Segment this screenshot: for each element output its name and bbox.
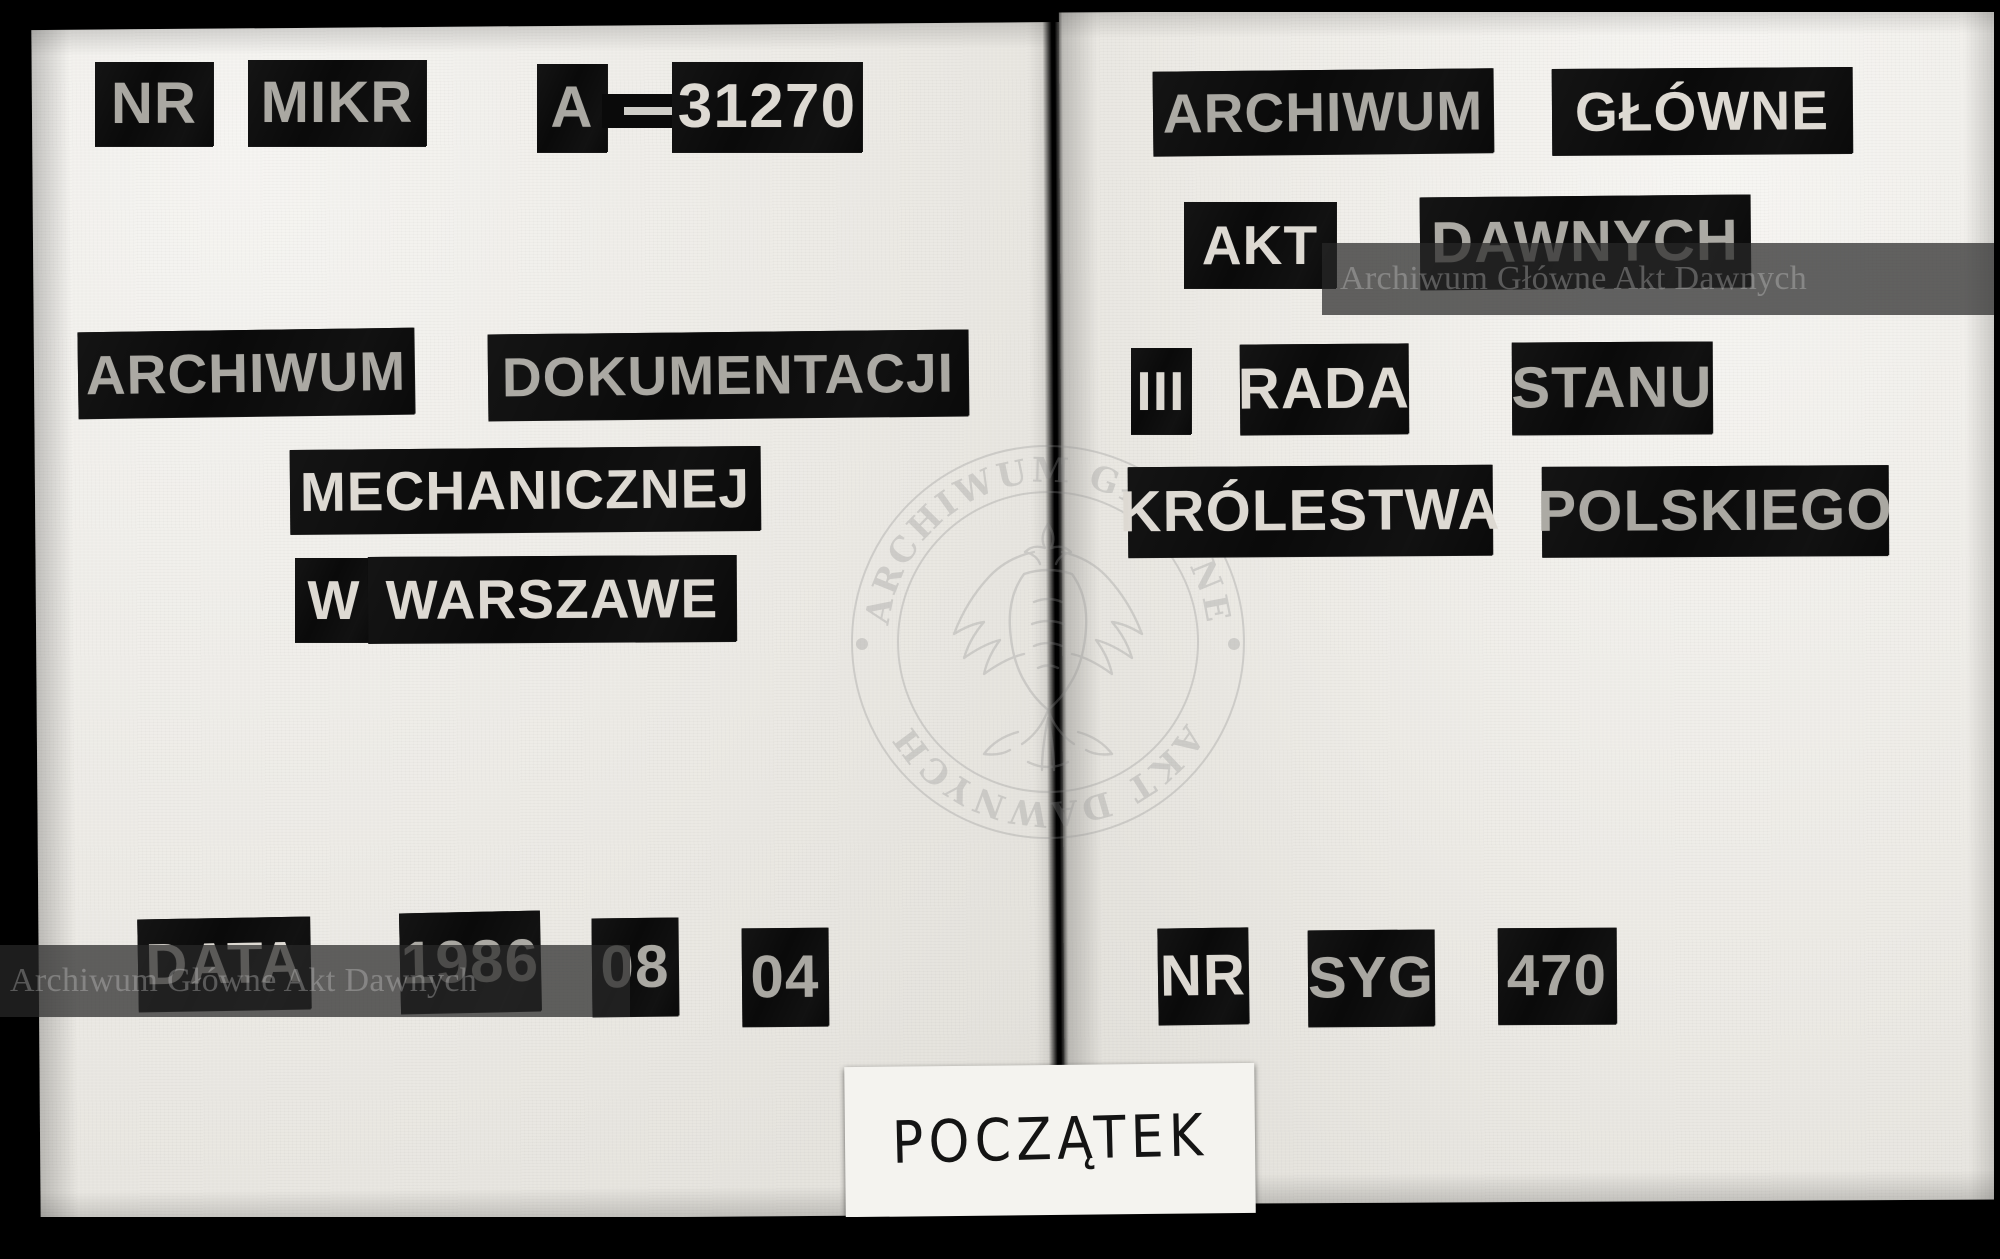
left-line3-word2: WARSZAWE [367,555,737,643]
signature-value: 470 [1497,927,1617,1025]
right-line2-word1: AKT [1184,202,1336,288]
fonds-word-stanu: STANU [1511,341,1713,435]
fonds-word-rada: RADA [1238,343,1410,435]
right-line2-word2: DAWNYCH [1419,194,1751,290]
label-nr-mikrofilm: NR [95,62,213,146]
date-day: 04 [741,927,829,1027]
slip-text: POCZĄTEK [891,1102,1209,1178]
left-line1-word2: DOKUMENTACJI [487,329,969,421]
paper-grain-right [1058,7,2000,1205]
label-data: DATA [137,916,311,1012]
right-target-card [1058,7,2000,1205]
dash-bar [624,106,696,116]
date-month: 08 [591,917,679,1017]
label-syg: SYG [1307,929,1435,1027]
handwritten-slip: POCZĄTEK [844,1062,1256,1218]
left-line2-word1: MECHANICZNEJ [289,445,761,535]
microfilm-number: 31270 [672,62,862,152]
left-line3-word1: W [295,558,373,642]
left-line1-word1: ARCHIWUM [77,327,415,419]
right-line1-word2: GŁÓWNE [1551,66,1853,156]
label-mikr: MIKR [248,60,426,146]
card-edge-shading-right [1058,7,2000,1205]
scan-bleed-bottom [0,1217,2000,1259]
right-line1-word1: ARCHIWUM [1152,68,1494,156]
label-nr-sygnatura: NR [1157,927,1249,1025]
scan-bleed-right [1994,0,2000,1259]
fonds-word-polskiego: POLSKIEGO [1537,465,1893,557]
date-year: 1986 [398,910,542,1014]
fonds-number: III [1131,348,1191,434]
microfilm-prefix: A [537,64,607,152]
fonds-word-krolestwa: KRÓLESTWA [1119,464,1501,558]
scan-bleed-top [0,0,2000,12]
